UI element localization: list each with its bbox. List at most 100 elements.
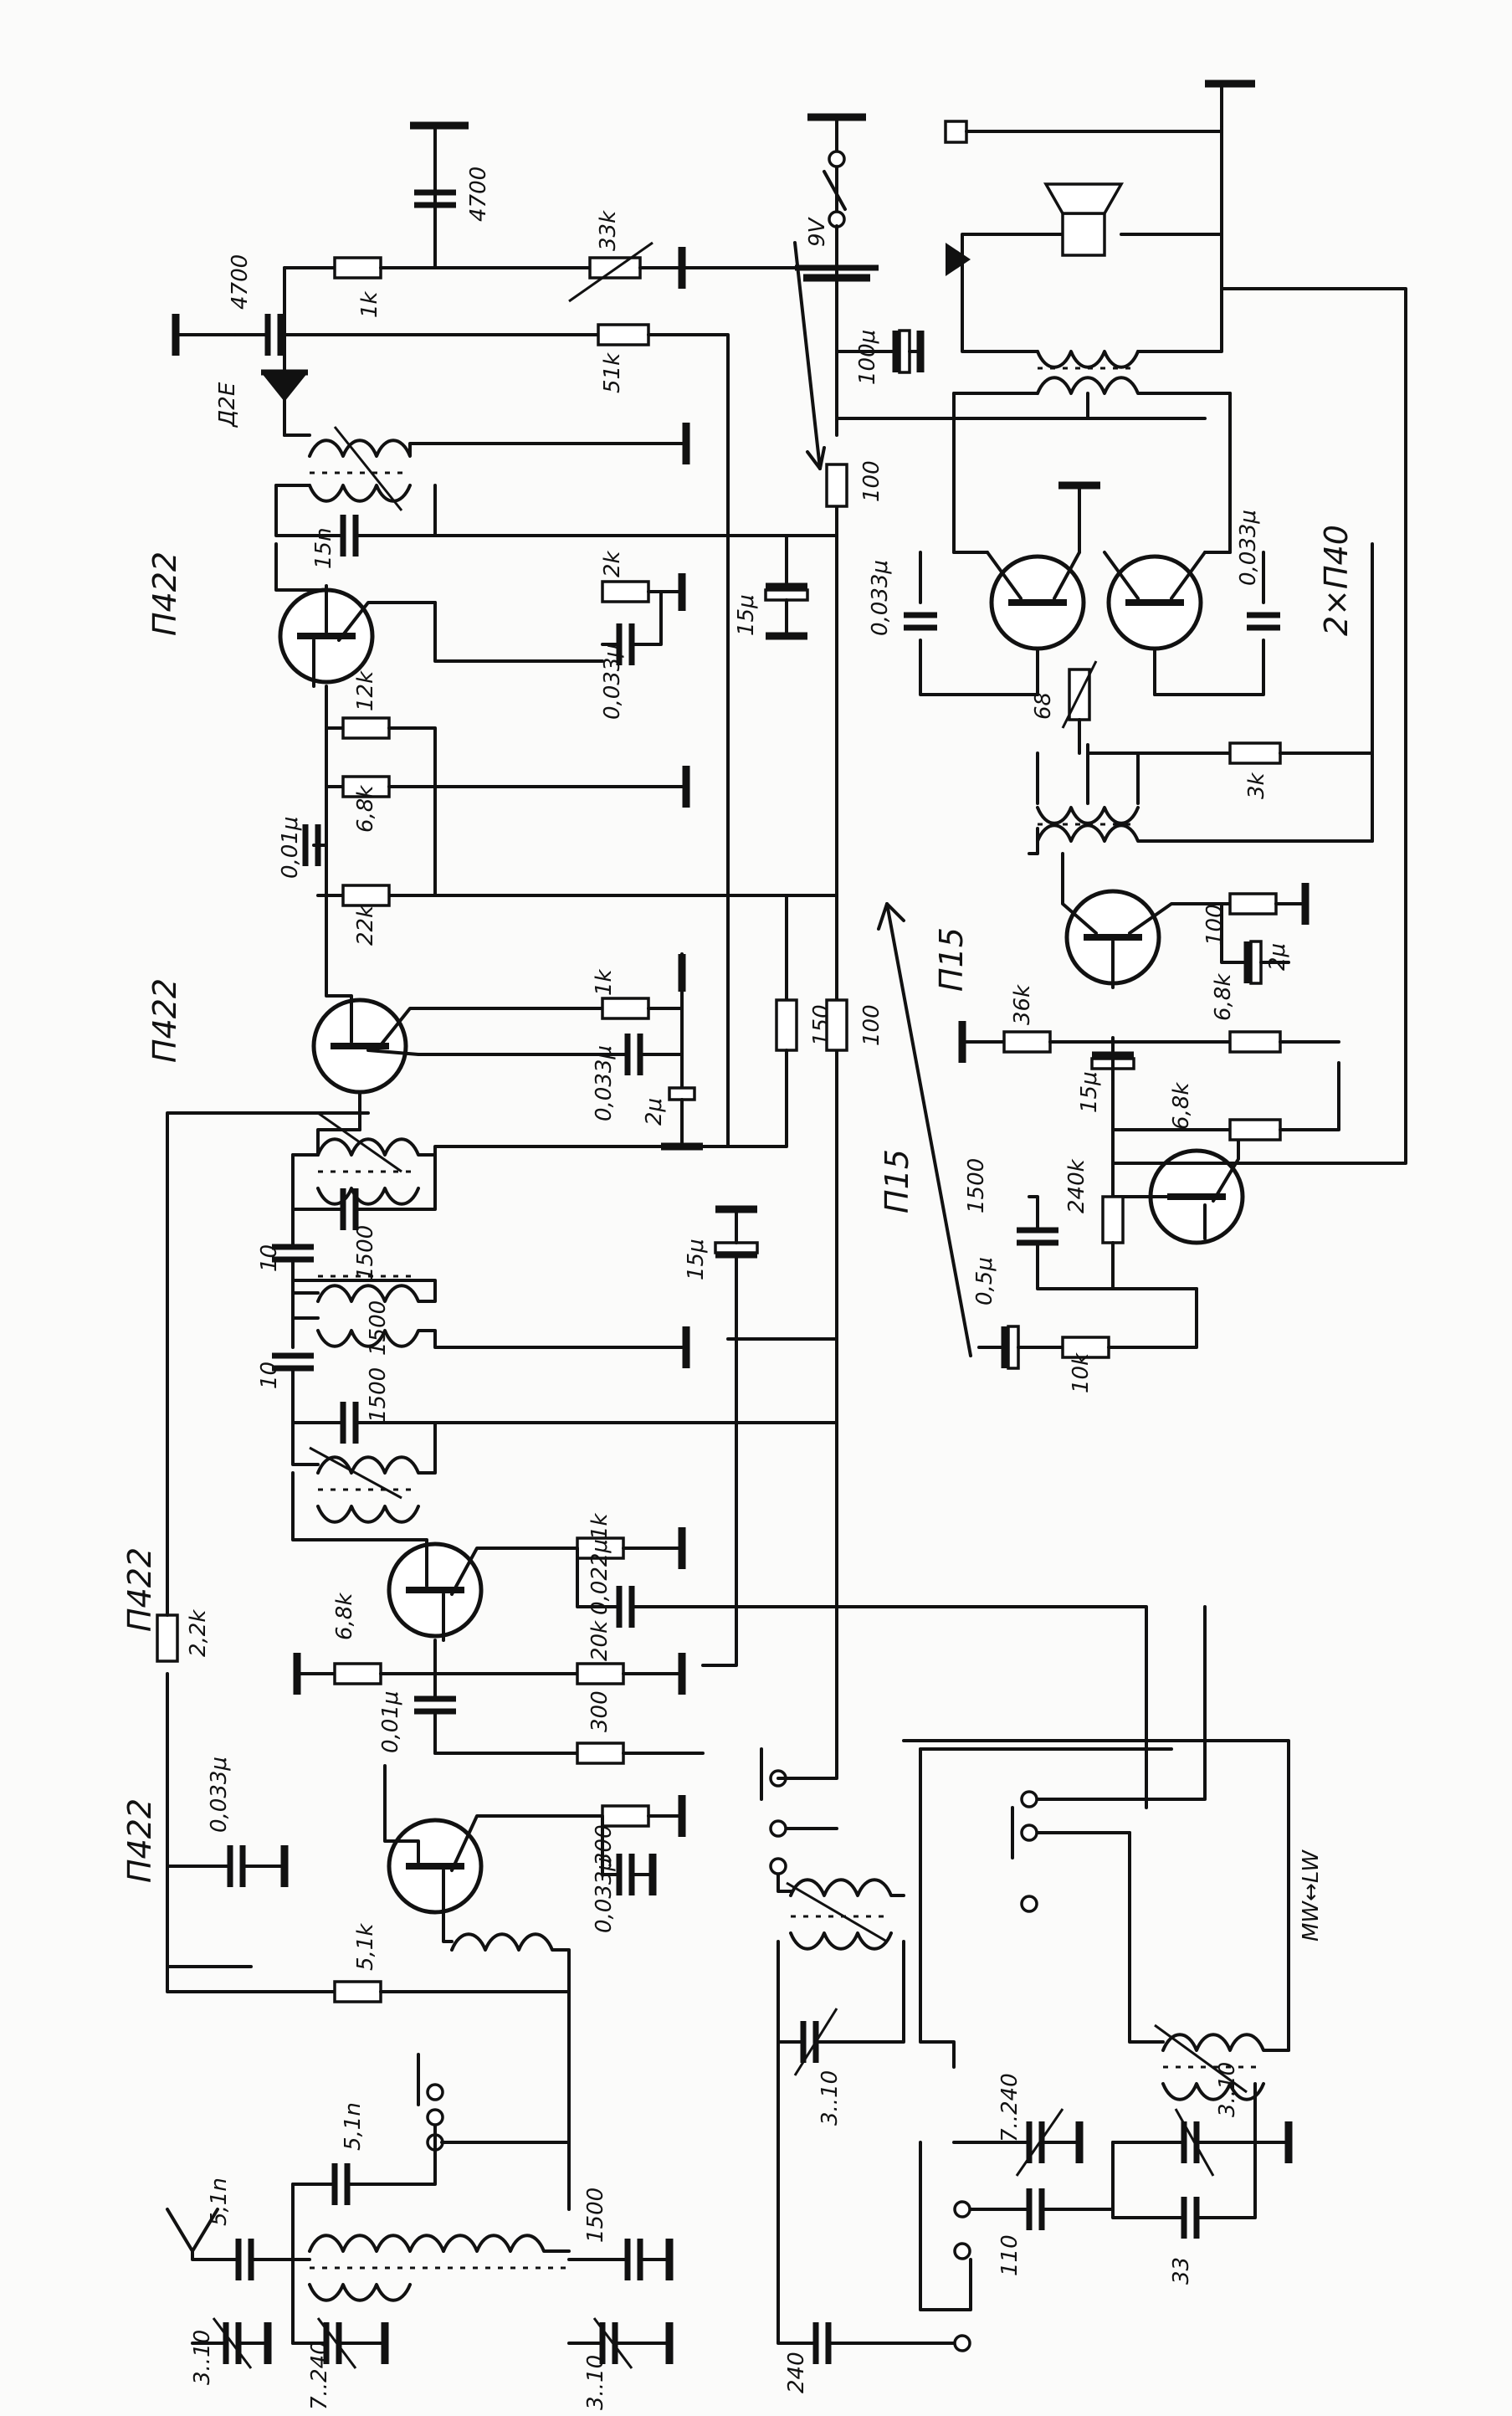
if-filter: 10 1500 1500 10 1500 <box>257 1208 690 1444</box>
battery-label: 9V <box>805 216 830 247</box>
svg-text:300: 300 <box>587 1690 612 1732</box>
svg-text:240: 240 <box>784 2352 809 2393</box>
transistor-label-5: П15 <box>879 1149 915 1213</box>
svg-text:240k: 240k <box>1064 1158 1089 1213</box>
svg-text:0,033μ: 0,033μ <box>1236 510 1261 586</box>
mixer-bias: 6,8k 20k 0,01μ 300 <box>293 1593 705 1765</box>
if-transformer-2 <box>291 1111 730 1230</box>
output-stage: 0,033μ 0,033μ 68 3k 2×П40 <box>868 481 1374 799</box>
svg-text:5,1n: 5,1n <box>341 2102 366 2151</box>
svg-text:1500: 1500 <box>366 1300 391 1356</box>
svg-text:1500: 1500 <box>964 1158 989 1213</box>
svg-text:5,1k: 5,1k <box>353 1923 378 1971</box>
output-transformer <box>952 258 1232 554</box>
svg-text:7..240: 7..240 <box>997 2073 1023 2142</box>
transistor-label-2: П422 <box>146 978 183 1063</box>
svg-text:2μ: 2μ <box>642 1098 667 1126</box>
svg-text:20k: 20k <box>587 1620 612 1661</box>
svg-text:0,033μ: 0,033μ <box>868 560 893 636</box>
svg-text:110: 110 <box>997 2234 1023 2276</box>
antenna-input: 5,1n 5,1n 3..10 7..240 1500 <box>166 2102 674 2410</box>
oscillator-section: 3..10 240 <box>760 1337 971 2393</box>
svg-text:6,8k: 6,8k <box>353 785 378 833</box>
rail-resistors: 150 100 <box>726 894 884 1148</box>
svg-text:0,033μ: 0,033μ <box>592 1045 617 1121</box>
svg-text:33: 33 <box>1169 2257 1194 2285</box>
svg-text:1k: 1k <box>587 1512 612 1540</box>
svg-text:3..10: 3..10 <box>583 2355 608 2410</box>
svg-text:22k: 22k <box>353 905 378 946</box>
svg-text:68: 68 <box>1031 692 1056 720</box>
svg-text:2k: 2k <box>600 550 625 577</box>
band-switch-label: MW↔LW <box>1299 1849 1324 1942</box>
svg-text:100μ: 100μ <box>855 330 880 385</box>
svg-text:5,1n: 5,1n <box>207 2177 232 2226</box>
svg-text:15μ: 15μ <box>734 594 759 636</box>
svg-text:0,033μ: 0,033μ <box>600 644 625 720</box>
svg-text:100: 100 <box>859 1004 884 1046</box>
audio-driver: П15 П15 0,5μ 10k 1500 240k 6,8k 15μ <box>835 852 1340 1393</box>
svg-text:6,8k: 6,8k <box>1211 973 1236 1021</box>
bias-network-2: 12k 6,8k 0,01μ 22k <box>278 670 690 946</box>
svg-text:6,8k: 6,8k <box>1169 1082 1194 1130</box>
svg-text:15μ: 15μ <box>684 1239 709 1280</box>
svg-text:3..10: 3..10 <box>1215 2062 1240 2117</box>
svg-text:10: 10 <box>257 1244 282 1272</box>
svg-text:36k: 36k <box>1010 984 1035 1025</box>
svg-text:0,01μ: 0,01μ <box>278 817 303 879</box>
svg-text:100: 100 <box>1202 904 1228 946</box>
svg-text:0,01μ: 0,01μ <box>378 1691 403 1753</box>
svg-text:7..240: 7..240 <box>307 2341 332 2410</box>
transistor-p422-1: 1k 0,022μ П422 <box>121 1512 1148 1751</box>
rf-input: 5,1k 2,2k 0,033μ <box>156 1111 571 2211</box>
diode-label: Д2Е <box>215 382 240 428</box>
if-transformer-3: 15n <box>274 423 690 569</box>
band-switch-right: 7..240 110 33 3..10 MW↔LW <box>902 1605 1324 2311</box>
transistor-p422-0: 300 0,033μ П422 <box>121 1764 686 1933</box>
svg-text:1500: 1500 <box>353 1225 378 1280</box>
svg-text:0,033μ: 0,033μ <box>592 1857 617 1933</box>
svg-text:2μ: 2μ <box>1265 943 1290 971</box>
svg-text:4700: 4700 <box>228 254 253 310</box>
transistor-label-7: 2×П40 <box>1318 525 1355 636</box>
svg-text:1500: 1500 <box>583 2188 608 2243</box>
transistor-p422-2: 1k 0,033μ 2μ П422 <box>146 894 703 1151</box>
svg-text:2,2k: 2,2k <box>186 1609 211 1657</box>
resistor-100-rail: 100 <box>793 241 884 508</box>
if-transformer-1 <box>291 1421 838 1541</box>
svg-text:0,033μ: 0,033μ <box>207 1757 232 1833</box>
svg-text:10k: 10k <box>1069 1352 1094 1393</box>
detector-section: 4700 1k 33k 51k 4700 Д2Е <box>172 121 730 897</box>
svg-text:3..10: 3..10 <box>818 2070 843 2126</box>
transistor-label-4: П422 <box>121 1798 158 1883</box>
transistor-label-3: П422 <box>121 1547 158 1632</box>
svg-text:1k: 1k <box>357 290 382 318</box>
svg-text:300: 300 <box>592 1824 617 1866</box>
svg-text:51k: 51k <box>600 352 625 393</box>
svg-text:12k: 12k <box>353 670 378 711</box>
svg-text:33k: 33k <box>596 210 621 251</box>
svg-text:4700: 4700 <box>466 167 491 222</box>
capacitor-15u-mid: 15μ <box>684 1205 759 1667</box>
battery: 9V <box>795 113 879 420</box>
capacitor-15u-top: 15μ <box>734 534 809 640</box>
svg-text:3k: 3k <box>1244 772 1269 799</box>
svg-text:6,8k: 6,8k <box>332 1593 357 1640</box>
svg-text:10: 10 <box>257 1362 282 1389</box>
svg-text:1k: 1k <box>592 968 617 996</box>
speaker <box>944 80 1407 1165</box>
svg-text:1500: 1500 <box>366 1367 391 1423</box>
transistor-p422-3: 2k 0,033μ П422 <box>146 542 686 720</box>
band-switch-left <box>417 2053 571 2152</box>
svg-text:15n: 15n <box>311 527 336 569</box>
svg-text:100: 100 <box>859 460 884 502</box>
svg-text:15μ: 15μ <box>1077 1071 1102 1113</box>
svg-text:3..10: 3..10 <box>190 2330 215 2385</box>
svg-text:0,022μ: 0,022μ <box>587 1539 612 1615</box>
driver-transformer <box>1028 542 1374 855</box>
transistor-label-6: П15 <box>933 927 970 992</box>
svg-text:0,5μ: 0,5μ <box>972 1257 997 1305</box>
capacitor-100u: 100μ <box>835 329 925 385</box>
transistor-label-1: П422 <box>146 551 183 636</box>
